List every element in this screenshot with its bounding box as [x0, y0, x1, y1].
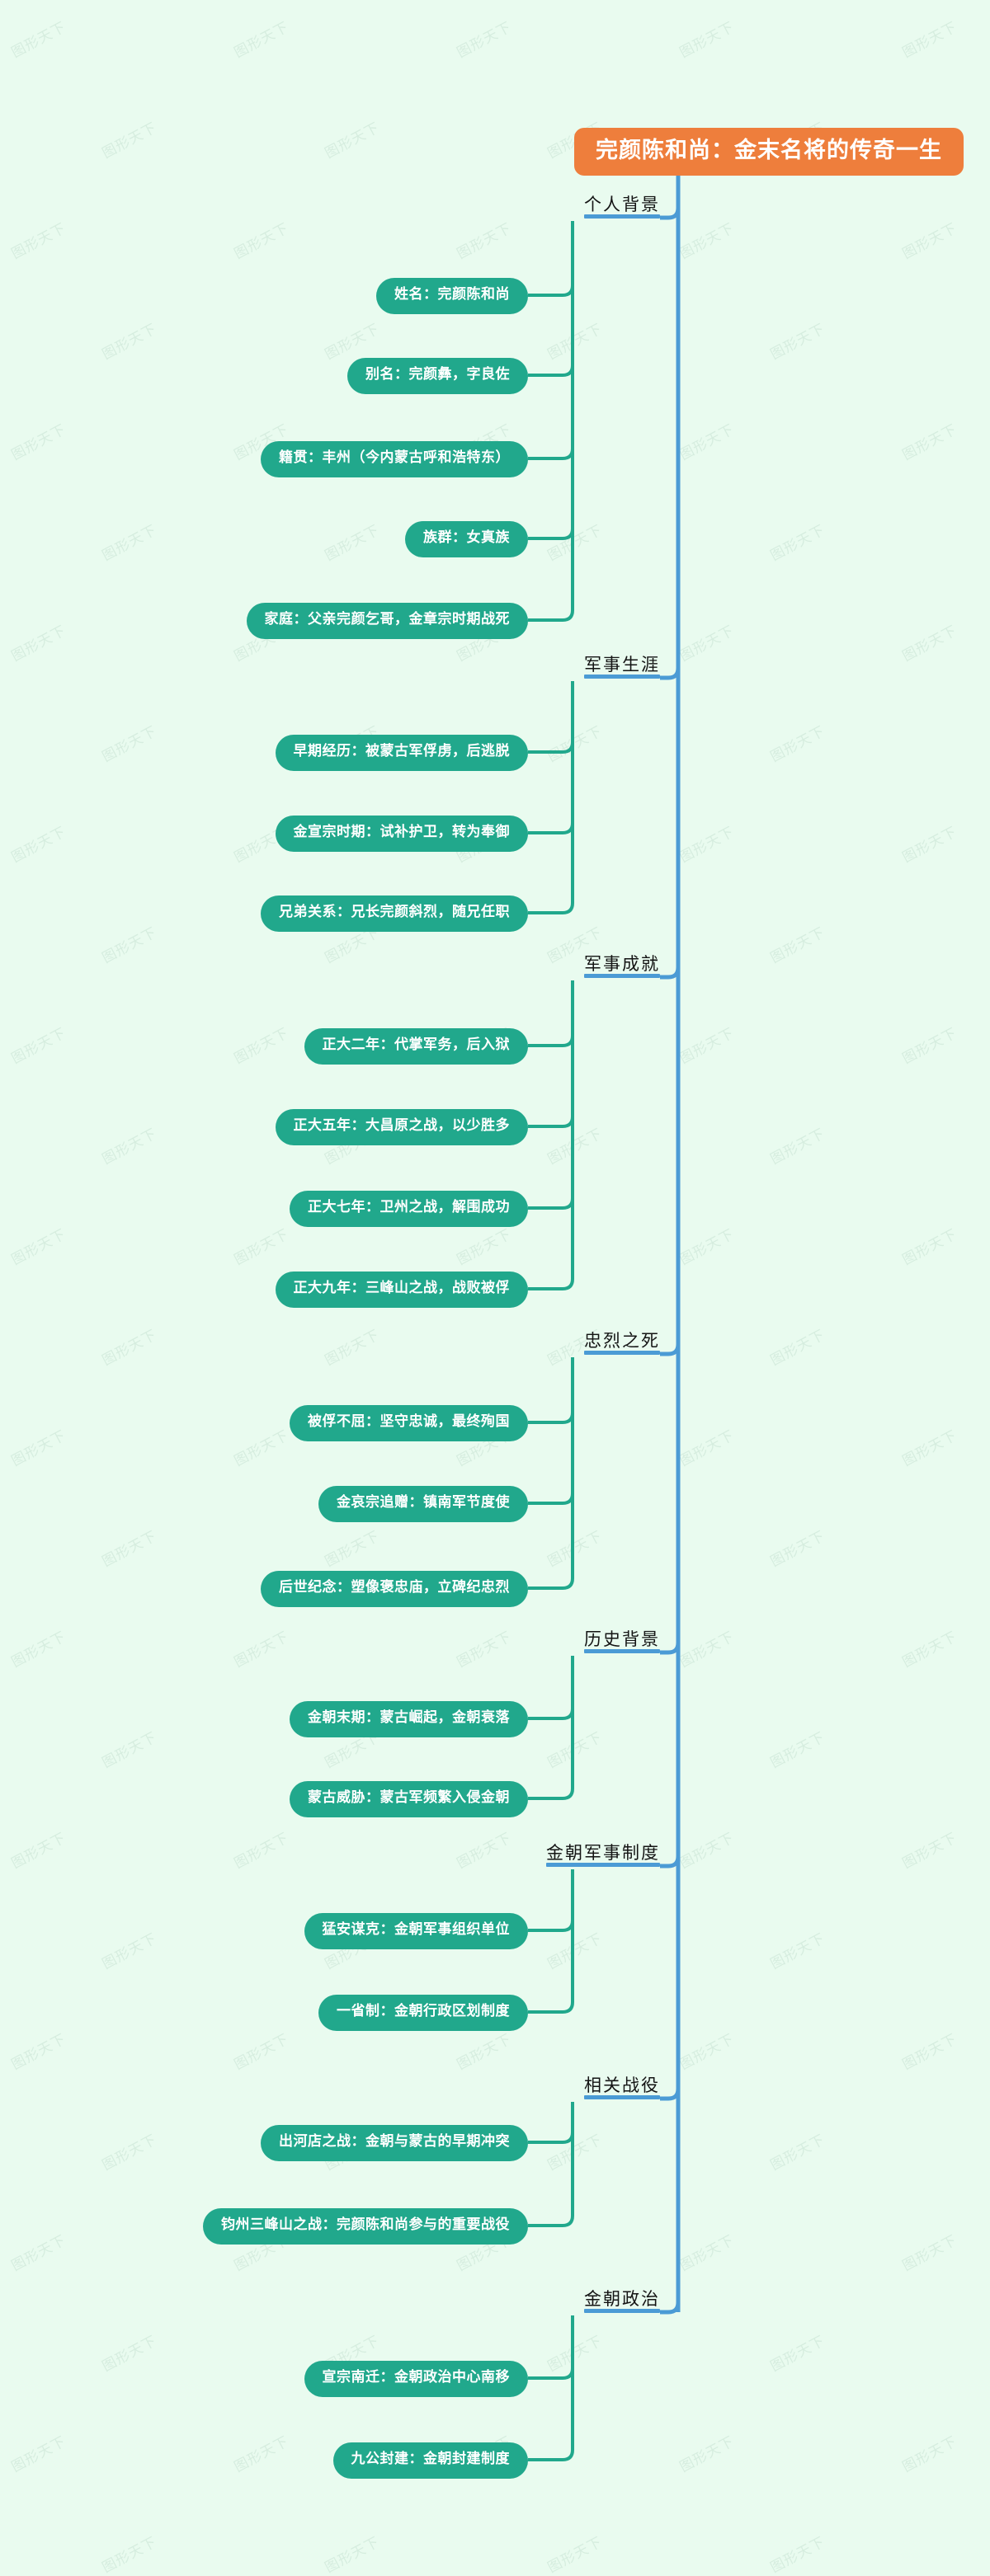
leaf-node-label: 正大九年：三峰山之战，战败被俘 — [293, 1280, 510, 1296]
leaf-node[interactable]: 兄弟关系：兄长完颜斜烈，随兄任职 — [261, 895, 528, 932]
leaf-node-label: 金朝末期：蒙古崛起，金朝衰落 — [308, 1709, 510, 1726]
section-header-5[interactable]: 历史背景 — [584, 1629, 660, 1654]
leaf-node-label: 家庭：父亲完颜乞哥，金章宗时期战死 — [264, 611, 510, 628]
section-header-7[interactable]: 相关战役 — [584, 2075, 660, 2100]
leaf-node-label: 金宣宗时期：试补护卫，转为奉御 — [293, 824, 510, 840]
leaf-node[interactable]: 籍贯：丰州（今内蒙古呼和浩特东） — [261, 441, 528, 477]
root-title-node[interactable]: 完颜陈和尚：金末名将的传奇一生 — [574, 128, 964, 176]
leaf-node[interactable]: 早期经历：被蒙古军俘虏，后逃脱 — [275, 735, 528, 771]
leaf-node[interactable]: 后世纪念：塑像褒忠庙，立碑纪忠烈 — [261, 1571, 528, 1607]
leaf-node-label: 正大五年：大昌原之战，以少胜多 — [293, 1117, 510, 1134]
section-header-4[interactable]: 忠烈之死 — [584, 1331, 660, 1356]
leaf-node[interactable]: 宣宗南迁：金朝政治中心南移 — [304, 2361, 528, 2397]
leaf-node-label: 后世纪念：塑像褒忠庙，立碑纪忠烈 — [279, 1579, 510, 1596]
section-header-6[interactable]: 金朝军事制度 — [546, 1843, 660, 1868]
leaf-node-label: 九公封建：金朝封建制度 — [351, 2451, 510, 2467]
leaf-node[interactable]: 金朝末期：蒙古崛起，金朝衰落 — [290, 1701, 528, 1737]
section-header-label: 忠烈之死 — [584, 1331, 660, 1351]
section-header-underline — [584, 1351, 660, 1356]
section-header-label: 金朝政治 — [584, 2289, 660, 2309]
leaf-node-label: 钧州三峰山之战：完颜陈和尚参与的重要战役 — [221, 2216, 510, 2233]
leaf-node-label: 猛安谋克：金朝军事组织单位 — [322, 1921, 510, 1938]
leaf-node-label: 早期经历：被蒙古军俘虏，后逃脱 — [293, 743, 510, 759]
leaf-node-label: 别名：完颜彝，字良佐 — [365, 366, 510, 383]
leaf-node[interactable]: 正大五年：大昌原之战，以少胜多 — [275, 1109, 528, 1145]
section-header-underline — [584, 1649, 660, 1654]
leaf-node[interactable]: 被俘不屈：坚守忠诚，最终殉国 — [290, 1405, 528, 1441]
leaf-node[interactable]: 出河店之战：金朝与蒙古的早期冲突 — [261, 2125, 528, 2161]
leaf-node-label: 出河店之战：金朝与蒙古的早期冲突 — [279, 2133, 510, 2150]
leaf-node[interactable]: 金宣宗时期：试补护卫，转为奉御 — [275, 816, 528, 852]
leaf-node[interactable]: 别名：完颜彝，字良佐 — [347, 358, 528, 394]
section-header-underline — [584, 974, 660, 979]
leaf-node-label: 籍贯：丰州（今内蒙古呼和浩特东） — [279, 449, 510, 466]
section-header-label: 金朝军事制度 — [546, 1843, 660, 1863]
leaf-node[interactable]: 蒙古威胁：蒙古军频繁入侵金朝 — [290, 1781, 528, 1817]
leaf-node-label: 一省制：金朝行政区划制度 — [337, 2003, 510, 2019]
leaf-node[interactable]: 族群：女真族 — [405, 521, 528, 557]
leaf-node[interactable]: 家庭：父亲完颜乞哥，金章宗时期战死 — [246, 603, 528, 639]
leaf-node-label: 姓名：完颜陈和尚 — [394, 286, 510, 303]
leaf-node-label: 蒙古威胁：蒙古军频繁入侵金朝 — [308, 1789, 510, 1806]
section-header-label: 历史背景 — [584, 1629, 660, 1649]
leaf-node-label: 被俘不屈：坚守忠诚，最终殉国 — [308, 1413, 510, 1430]
section-header-8[interactable]: 金朝政治 — [584, 2289, 660, 2314]
leaf-node[interactable]: 一省制：金朝行政区划制度 — [318, 1995, 528, 2031]
leaf-node[interactable]: 正大七年：卫州之战，解围成功 — [290, 1191, 528, 1227]
section-header-underline — [584, 2309, 660, 2314]
leaf-node[interactable]: 九公封建：金朝封建制度 — [332, 2442, 528, 2479]
section-header-underline — [584, 214, 660, 219]
section-header-label: 军事生涯 — [584, 655, 660, 675]
section-header-3[interactable]: 军事成就 — [584, 954, 660, 979]
section-header-1[interactable]: 个人背景 — [584, 195, 660, 219]
leaf-node[interactable]: 姓名：完颜陈和尚 — [376, 278, 528, 314]
leaf-node-label: 族群：女真族 — [423, 529, 510, 546]
leaf-node[interactable]: 正大二年：代掌军务，后入狱 — [304, 1028, 528, 1065]
section-header-label: 军事成就 — [584, 954, 660, 974]
section-header-underline — [546, 1863, 660, 1868]
section-header-2[interactable]: 军事生涯 — [584, 655, 660, 679]
leaf-node-label: 宣宗南迁：金朝政治中心南移 — [322, 2369, 510, 2386]
leaf-node[interactable]: 钧州三峰山之战：完颜陈和尚参与的重要战役 — [203, 2208, 528, 2245]
section-header-label: 个人背景 — [584, 195, 660, 214]
section-header-underline — [584, 675, 660, 679]
leaf-node[interactable]: 猛安谋克：金朝军事组织单位 — [304, 1913, 528, 1949]
leaf-node-label: 正大七年：卫州之战，解围成功 — [308, 1199, 510, 1215]
leaf-node-label: 兄弟关系：兄长完颜斜烈，随兄任职 — [279, 904, 510, 920]
section-header-label: 相关战役 — [584, 2075, 660, 2095]
leaf-node-label: 金哀宗追赠：镇南军节度使 — [337, 1494, 510, 1511]
leaf-node-label: 正大二年：代掌军务，后入狱 — [322, 1037, 510, 1053]
leaf-node[interactable]: 金哀宗追赠：镇南军节度使 — [318, 1486, 528, 1522]
section-header-underline — [584, 2095, 660, 2100]
leaf-node[interactable]: 正大九年：三峰山之战，战败被俘 — [275, 1272, 528, 1308]
